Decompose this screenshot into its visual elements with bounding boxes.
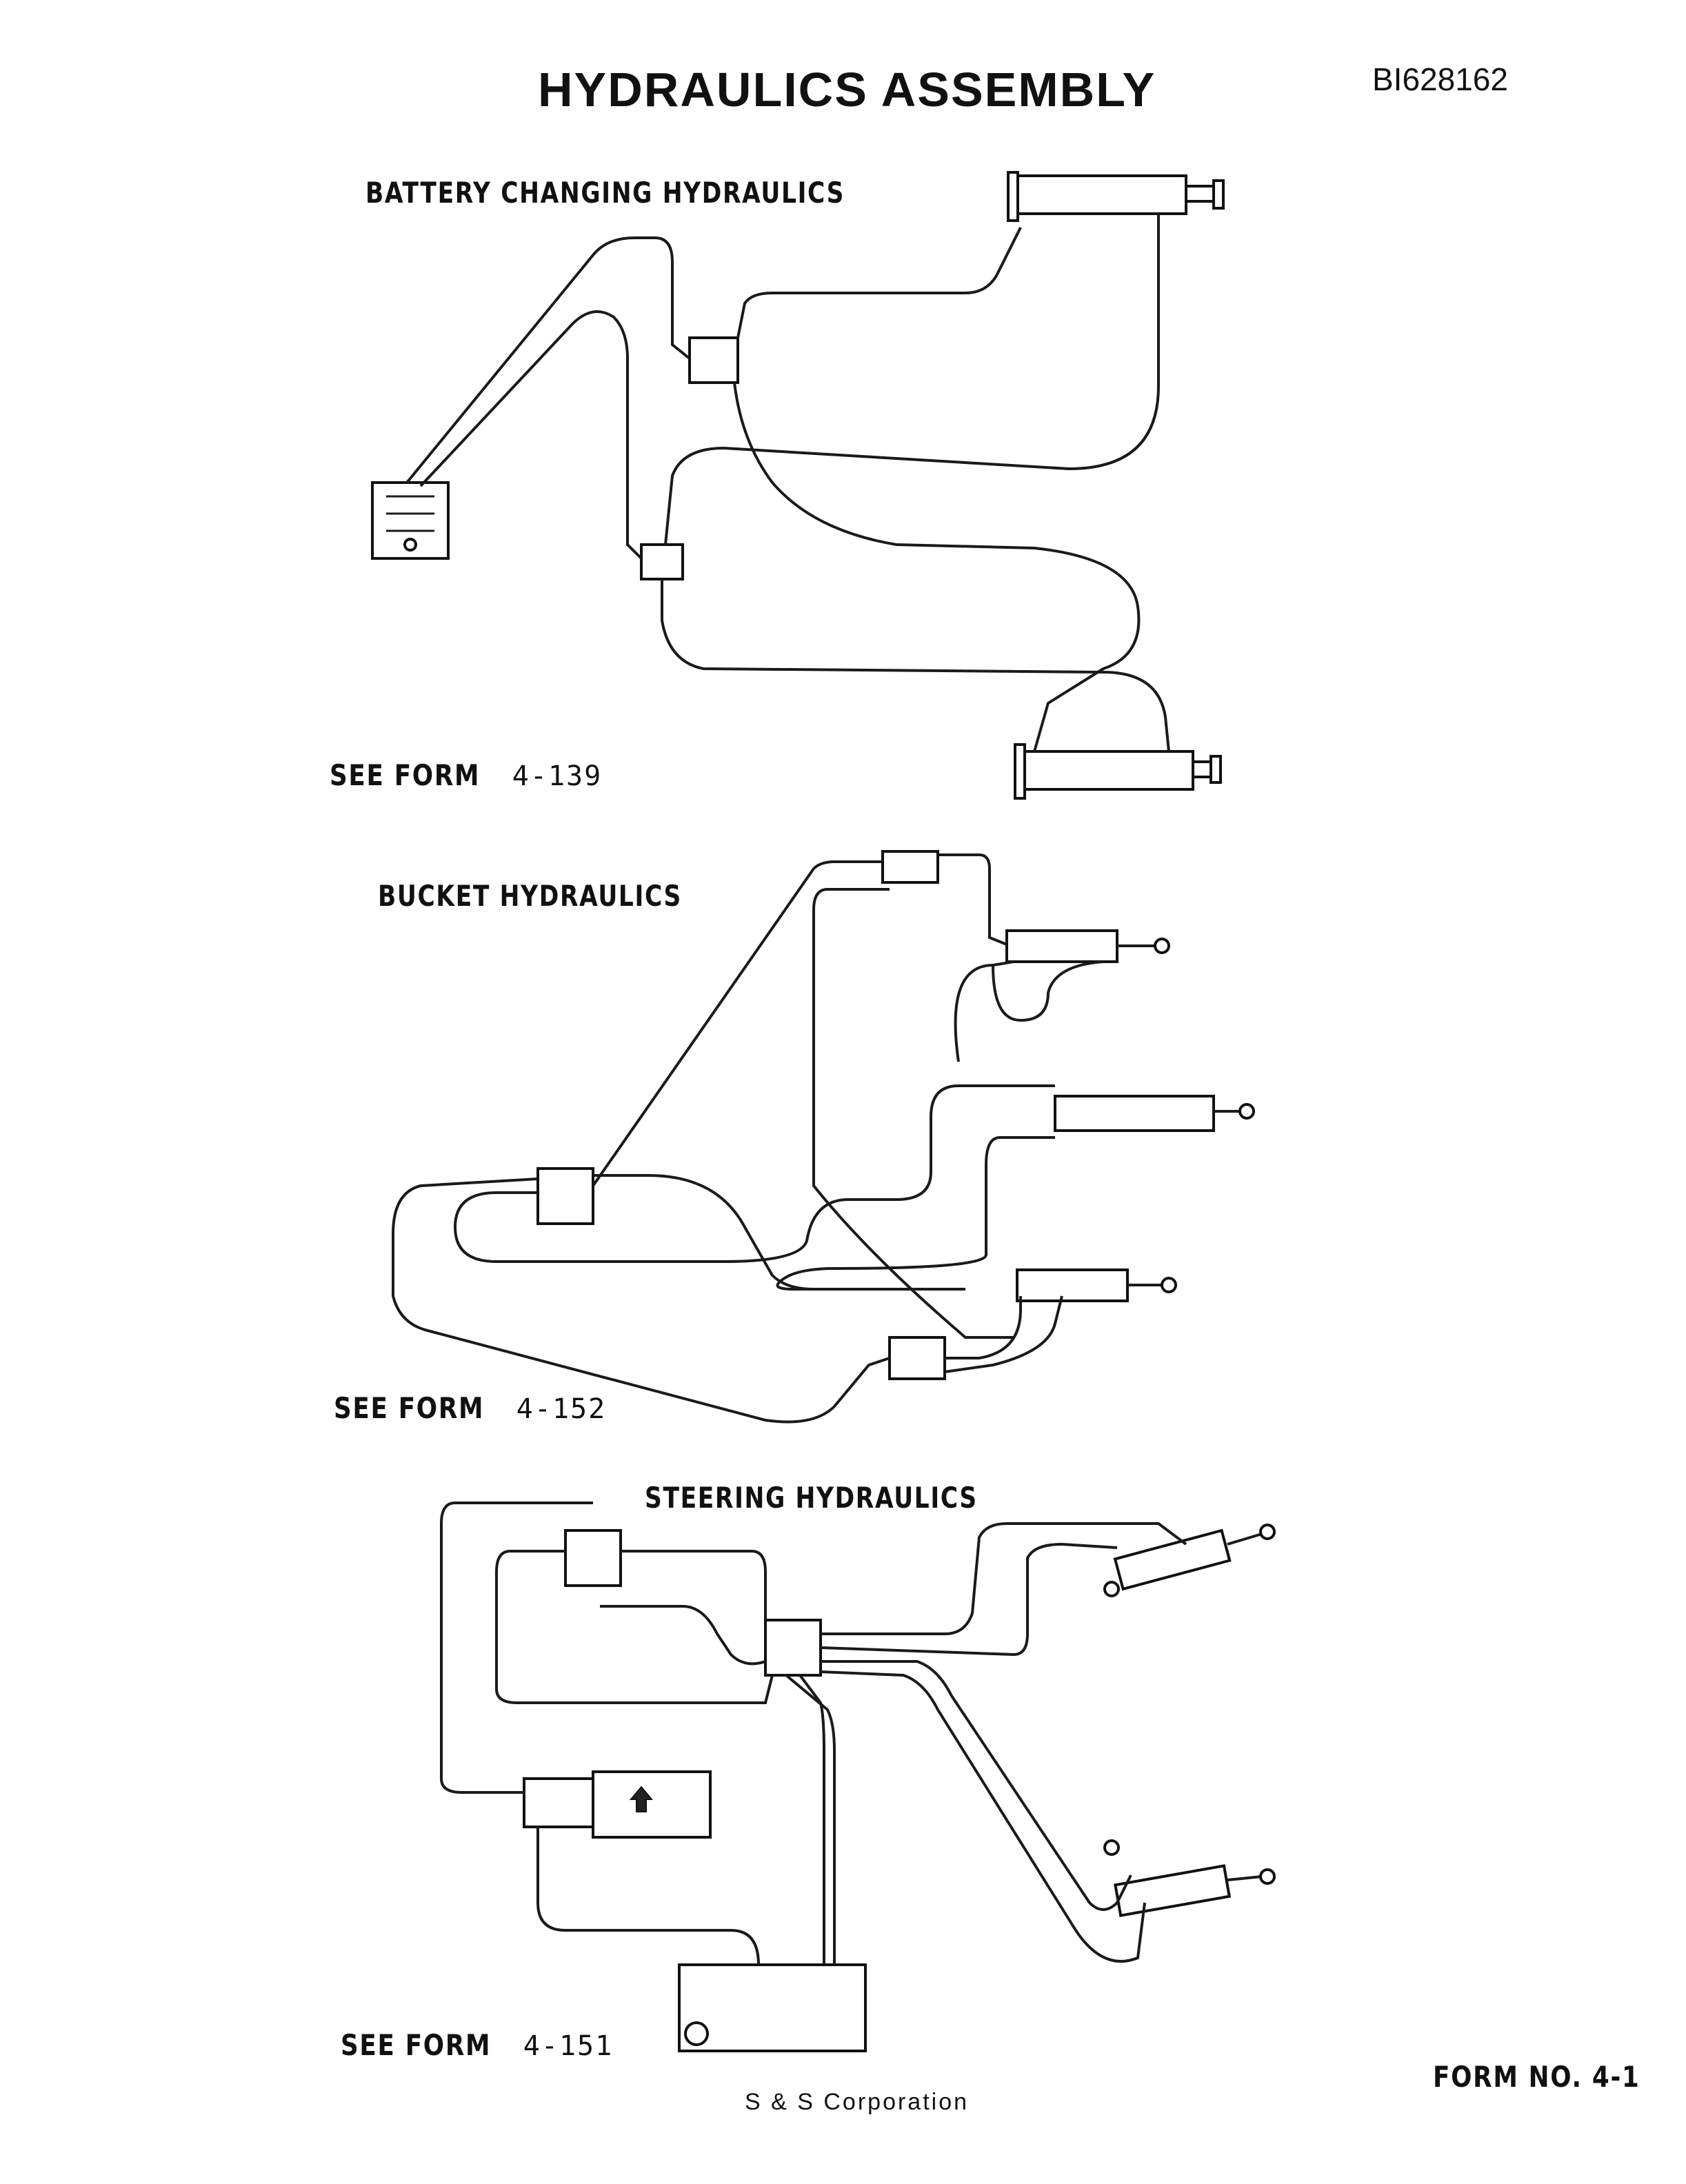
bucket-control-valve — [536, 1167, 594, 1225]
battery-upper-tee — [688, 336, 739, 384]
steering-hydraulic-tank — [678, 1963, 867, 2052]
bucket-bottom-valve — [888, 1336, 946, 1380]
bucket-cylinder-1 — [1005, 929, 1170, 963]
see-form-label: SEE FORM — [341, 2028, 492, 2062]
steering-priority-valve — [764, 1619, 822, 1677]
battery-changing-hydraulics-diagram — [371, 171, 1225, 800]
form-number: FORM NO. 4-1 — [1433, 2060, 1640, 2094]
battery-control-valve — [371, 481, 450, 560]
see-form-battery: SEE FORM 4-139 — [330, 758, 602, 792]
bucket-cylinder-3 — [1016, 1268, 1177, 1302]
section-heading-steering: STEERING HYDRAULICS — [645, 1481, 978, 1515]
section-heading-bucket: BUCKET HYDRAULICS — [378, 879, 682, 913]
see-form-label: SEE FORM — [334, 1391, 485, 1425]
see-form-number: 4-152 — [516, 1393, 607, 1425]
document-id: BI628162 — [1372, 61, 1508, 97]
footer-corporation: S & S Corporation — [745, 2089, 970, 2115]
battery-top-cylinder — [1007, 171, 1225, 222]
steering-cylinder-upper — [1103, 1524, 1276, 1597]
section-heading-battery-changing: BATTERY CHANGING HYDRAULICS — [365, 176, 845, 210]
bucket-hydraulics-diagram — [392, 850, 1255, 1424]
see-form-bucket: SEE FORM 4-152 — [334, 1391, 606, 1425]
battery-lower-tee — [640, 543, 684, 580]
steering-hydraulics-diagram — [440, 1502, 1276, 2052]
steering-upper-valve — [564, 1529, 622, 1587]
see-form-label: SEE FORM — [330, 758, 481, 792]
bucket-cylinder-2 — [1054, 1095, 1255, 1132]
see-form-steering: SEE FORM 4-151 — [341, 2028, 613, 2062]
see-form-number: 4-139 — [512, 760, 603, 792]
page-title: HYDRAULICS ASSEMBLY — [538, 63, 1156, 117]
battery-bottom-cylinder — [1014, 743, 1222, 800]
see-form-number: 4-151 — [523, 2030, 614, 2062]
bucket-top-valve — [881, 850, 939, 884]
steering-pump-motor — [523, 1770, 712, 1839]
